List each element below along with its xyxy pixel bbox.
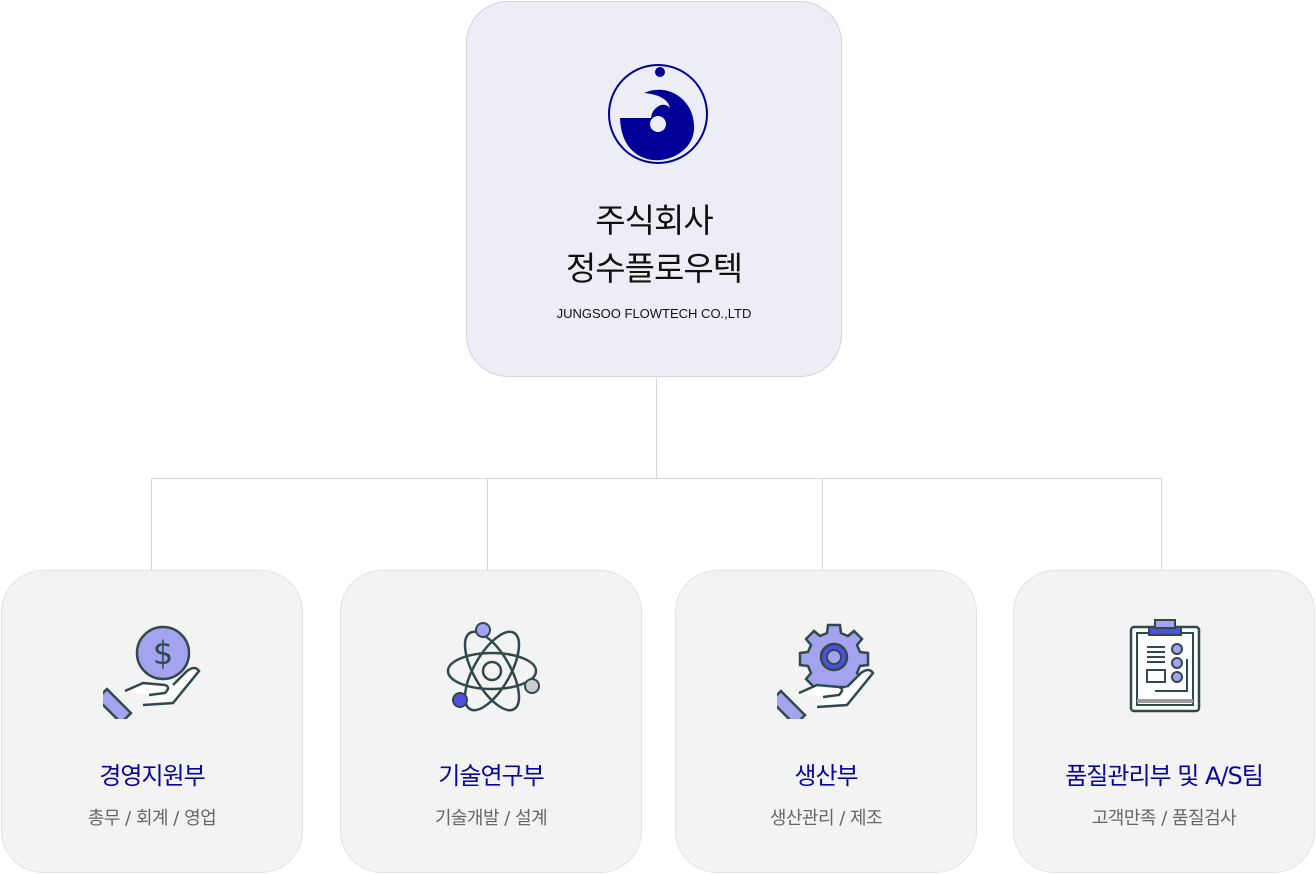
department-title: 기술연구부 <box>438 762 544 790</box>
department-title: 품질관리부 및 A/S팀 <box>1065 762 1264 790</box>
department-subtitle: 고객만족 / 품질검사 <box>1091 808 1237 829</box>
department-subtitle: 기술개발 / 설계 <box>434 808 548 829</box>
connector-line <box>151 478 152 570</box>
department-title: 생산부 <box>794 762 858 790</box>
money-hand-icon: $ <box>103 625 201 719</box>
atom-icon <box>446 622 540 712</box>
connector-line <box>1161 478 1162 570</box>
connector-line <box>822 478 823 570</box>
department-title: 경영지원부 <box>99 762 205 790</box>
department-subtitle: 생산관리 / 제조 <box>769 808 883 829</box>
connector-line <box>487 478 488 570</box>
company-logo-icon <box>608 64 708 164</box>
department-card-research: 기술연구부 기술개발 / 설계 <box>340 570 642 873</box>
department-card-quality: 품질관리부 및 A/S팀 고객만족 / 품질검사 <box>1013 570 1315 873</box>
department-card-management: $ 경영지원부 총무 / 회계 / 영업 <box>1 570 303 873</box>
clipboard-icon <box>1129 619 1201 713</box>
svg-text:$: $ <box>153 634 173 672</box>
department-subtitle: 총무 / 회계 / 영업 <box>87 808 217 829</box>
company-name-line1: 주식회사 <box>595 201 713 240</box>
company-name-line2: 정수플로우텍 <box>565 249 743 288</box>
gear-hand-icon <box>777 623 875 719</box>
department-card-production: 생산부 생산관리 / 제조 <box>675 570 977 873</box>
company-name-english: JUNGSOO FLOWTECH CO.,LTD <box>556 306 752 321</box>
company-node: 주식회사 정수플로우텍 JUNGSOO FLOWTECH CO.,LTD <box>466 1 842 377</box>
connector-line <box>656 378 657 478</box>
connector-line <box>151 478 1162 479</box>
